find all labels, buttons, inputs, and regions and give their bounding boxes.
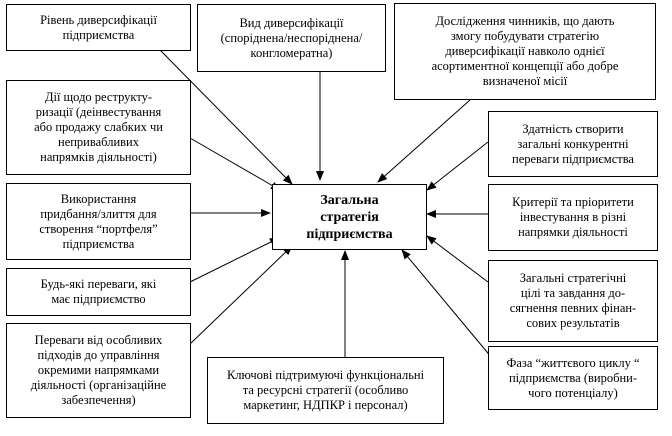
box-line: діяльності (організаційне [30,378,167,392]
diversification-level-box: Рівень диверсифікації підприємства [6,4,191,51]
acquisitions-box: Використання придбання/злиття для створе… [6,183,191,260]
center-line: стратегія [320,209,379,225]
life-cycle-box: Фаза “життєвого циклу “ підприємства (ви… [488,346,658,410]
arrow-factors-research [377,99,471,183]
box-line: Фаза “життєвого циклу “ [506,355,640,370]
box-line: забезпечення) [61,393,136,407]
box-line: Ключові підтримуючі функціональні [226,368,425,382]
box-line: Будь-які переваги, які [40,277,157,291]
any-advantages-box: Будь-які переваги, які має підприємство [6,268,191,316]
box-line: напрямків діяльності) [40,150,157,164]
box-line: або продажу слабких чи [34,120,163,134]
center-line: Загальна [320,192,379,208]
box-line: підприємства [62,236,135,251]
box-line: напрямки діяльності [518,225,628,239]
arrow-management-advantages [189,245,293,345]
center-line: підприємства [306,226,393,242]
management-advantages-box: Переваги від особливих підходів до управ… [6,323,191,418]
box-line: диверсифікації навколо однієї [445,44,605,58]
box-line: Вид диверсифікації [239,15,344,30]
box-line: Рівень диверсифікації [40,12,157,27]
arrow-restructuring [189,137,281,191]
box-line: придбання/злиття для [40,206,157,221]
box-line: чого потенціалу) [528,385,618,400]
box-line: підприємства [62,27,135,42]
box-line: окремими напрямками [37,363,160,377]
box-line: сових результатів [526,316,620,330]
box-line: (споріднена/неспоріднена/ [220,30,363,45]
box-line: сягнення певних фінан- [509,301,637,315]
strategic-goals-box: Загальні стратегічні цілі та завдання до… [488,260,658,342]
arrow-competitive-advantage [426,141,489,191]
arrow-strategic-goals [426,235,489,283]
box-line: асортиментної концепції або добре [431,59,619,73]
box-line: створення “портфеля” [39,221,158,236]
box-line: Дії щодо реструкту- [44,90,153,104]
box-line: має підприємство [51,292,146,306]
arrow-diversification-level [159,49,293,185]
box-line: Використання [60,191,137,206]
box-line: Дослідження чинників, що дають [435,14,615,28]
box-line: інвестування в різні [519,210,627,224]
investment-criteria-box: Критерії та пріоритети інвестування в рі… [488,184,658,251]
box-line: загальні конкурентні [517,136,629,151]
box-line: визначеної місії [482,74,568,88]
general-strategy-box: Загальна стратегія підприємства [272,184,427,250]
functional-strategies-box: Ключові підтримуючі функціональні та рес… [207,357,444,424]
box-line: Здатність створити [522,121,624,136]
box-line: Критерії та пріоритети [512,195,634,209]
box-line: цілі та завдання до- [520,286,626,300]
box-line: непривабливих [58,135,139,149]
competitive-advantage-box: Здатність створити загальні конкурентні … [488,111,658,177]
box-line: та ресурсні стратегії (особливо [242,383,409,397]
box-line: Загальні стратегічні [519,271,627,285]
box-line: змогу побудувати стратегію [450,29,600,43]
box-line: Переваги від особливих [34,333,163,347]
box-line: підприємства (виробни- [508,370,637,385]
box-line: переваги підприємства [512,151,634,166]
arrow-life-cycle [401,249,493,359]
box-line: маркетинг, НДПКР і персонал) [243,398,408,412]
arrow-any-advantages [189,237,280,283]
factors-research-box: Дослідження чинників, що дають змогу поб… [394,3,656,100]
box-line: конгломератна) [250,45,333,60]
box-line: підходів до управління [37,348,160,362]
diversification-type-box: Вид диверсифікації (споріднена/неспорідн… [197,4,386,72]
box-line: ризації (деінвестування [35,105,162,119]
restructuring-box: Дії щодо реструкту- ризації (деінвестува… [6,80,191,175]
